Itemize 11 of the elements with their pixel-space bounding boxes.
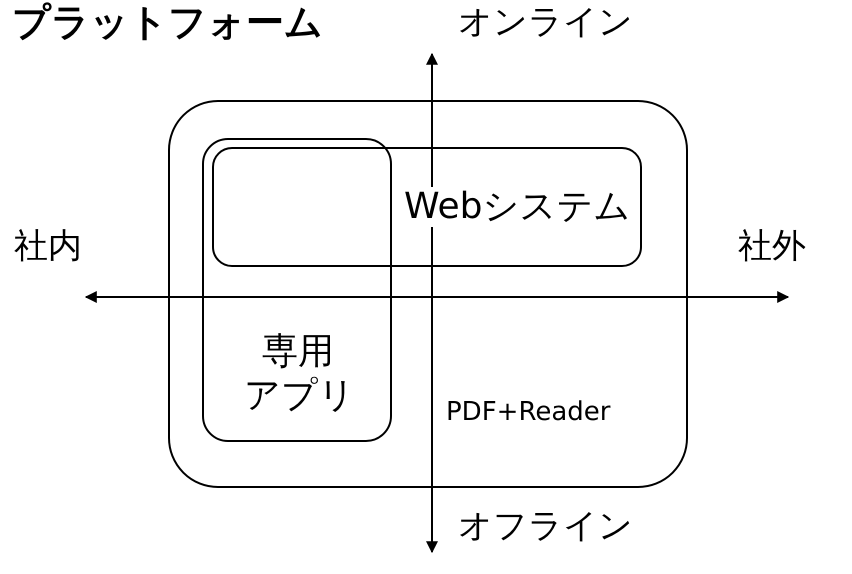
box-label: PDF+Reader <box>446 398 610 427</box>
axis-label: 社内 <box>14 228 82 266</box>
axis-label: オフライン <box>458 508 633 546</box>
title: プラットフォーム <box>12 2 323 44</box>
rounded-box <box>212 147 642 267</box>
axis-label: オンライン <box>458 4 633 42</box>
axis-label: 社外 <box>738 228 806 266</box>
rounded-box <box>202 138 392 442</box>
box-label: アプリ <box>244 376 355 416</box>
rounded-box <box>168 100 688 488</box>
box-label: 専用 <box>262 332 334 372</box>
